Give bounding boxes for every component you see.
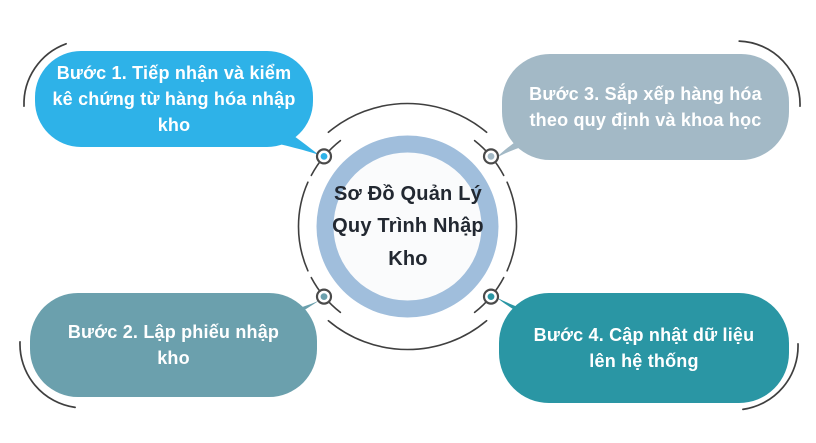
outer-circle-bottom-arc	[327, 319, 488, 351]
step-3-label: Bước 3. Sắp xếp hàng hóa theo quy định v…	[529, 83, 762, 130]
step-1-bubble: Bước 1. Tiếp nhận và kiểm kê chứng từ hà…	[35, 51, 313, 147]
outer-circle-top-arc	[327, 102, 488, 134]
center-disc	[333, 152, 482, 301]
connector-dot-step-4	[482, 288, 500, 305]
step-1-label: Bước 1. Tiếp nhận và kiểm kê chứng từ hà…	[52, 62, 296, 136]
connector-circle-right-arc	[506, 181, 518, 272]
step-4-label: Bước 4. Cập nhật dữ liệu lên hệ thống	[533, 324, 755, 371]
step-3-bubble: Bước 3. Sắp xếp hàng hóa theo quy định v…	[502, 54, 789, 160]
step-4-bubble: Bước 4. Cập nhật dữ liệu lên hệ thống	[499, 293, 789, 403]
corner-arc-step-1	[23, 42, 67, 108]
step-2-bubble: Bước 2. Lập phiếu nhập kho	[30, 293, 317, 397]
connector-circle-left-arc	[297, 181, 309, 272]
diagram-title: Sơ Đồ Quản Lý Quy Trình Nhập Kho	[332, 183, 484, 270]
step-2-label: Bước 2. Lập phiếu nhập kho	[67, 321, 280, 368]
corner-arc-step-4	[742, 342, 799, 411]
connector-dot-step-3	[482, 148, 500, 165]
corner-arc-step-2	[19, 340, 76, 409]
connector-dot-step-1	[315, 148, 333, 165]
connector-dot-step-2	[315, 288, 333, 305]
corner-arc-step-3	[738, 40, 801, 108]
